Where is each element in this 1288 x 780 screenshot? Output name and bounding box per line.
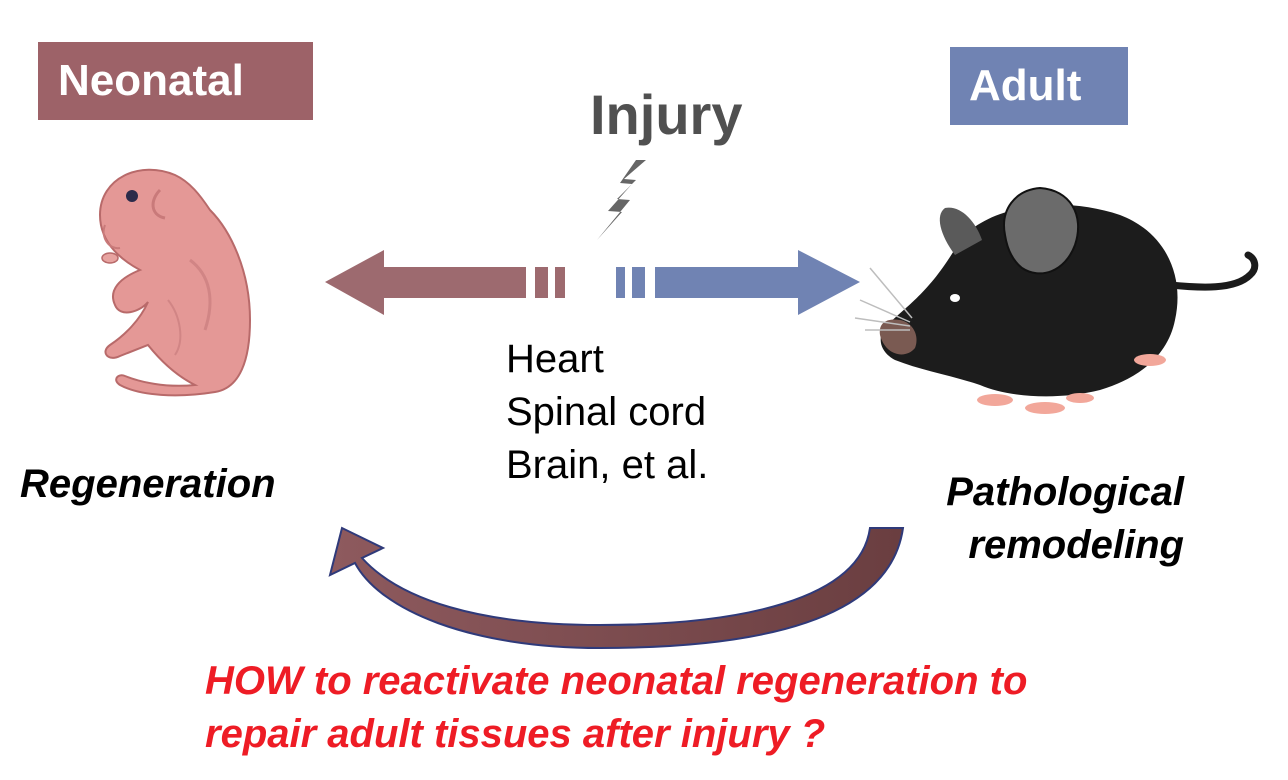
outcome-line-1: Pathological [946, 470, 1184, 514]
organ-list: Heart Spinal cord Brain, et al. [506, 333, 708, 492]
neonatal-label: Neonatal [38, 42, 313, 120]
left-arrow [325, 250, 565, 315]
research-question: HOW to reactivate neonatal regeneration … [205, 655, 1027, 761]
lightning-bolt-icon [597, 160, 646, 240]
right-arrow [616, 250, 860, 315]
organ-spinal-cord: Spinal cord [506, 390, 707, 434]
organ-brain: Brain, et al. [506, 443, 709, 487]
curved-return-arrow [328, 526, 905, 650]
pathological-remodeling-label: Pathological remodeling [904, 466, 1184, 572]
adult-mouse-icon [854, 186, 1259, 414]
injury-label: Injury [590, 83, 743, 146]
regeneration-label: Regeneration [20, 462, 276, 506]
newborn-mouse-icon [98, 168, 252, 397]
question-line-1: HOW to reactivate neonatal regeneration … [205, 659, 1028, 703]
outcome-line-2: remodeling [968, 523, 1184, 567]
organ-heart: Heart [506, 337, 604, 381]
adult-label: Adult [950, 47, 1128, 125]
question-line-2: repair adult tissues after injury ? [205, 712, 826, 756]
